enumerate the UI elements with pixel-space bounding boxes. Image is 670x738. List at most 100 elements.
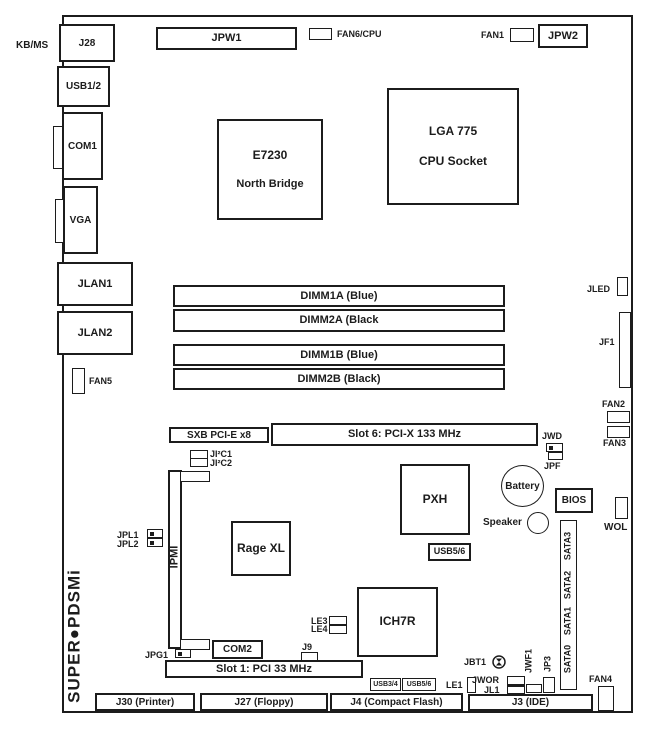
fan2-label: FAN2	[602, 399, 626, 409]
sata0-label: SATA0	[562, 644, 573, 674]
jpw2-power-connector: JPW2	[538, 24, 588, 48]
j9-label: J9	[302, 642, 313, 652]
fan4-label: FAN4	[589, 674, 613, 684]
slot6-pcix-slot: Slot 6: PCI-X 133 MHz	[271, 423, 538, 446]
le1-label: LE1	[446, 680, 463, 690]
logo-brand: SUPER	[64, 639, 84, 703]
pin1-mark	[150, 540, 154, 545]
usb56-mid-header: USB5/6	[428, 543, 471, 561]
jpl2-jumper	[147, 538, 163, 547]
pxh-chip: PXH	[400, 464, 470, 535]
jwd-jumper	[546, 443, 563, 452]
jlan2-connector: JLAN2	[57, 311, 133, 355]
cpu-socket: LGA 775 CPU Socket	[387, 88, 519, 205]
pin1-mark	[150, 531, 154, 536]
usb34-bottom-header: USB3/4	[370, 678, 401, 691]
north-bridge-name: E7230	[252, 147, 288, 162]
pin1-mark	[549, 445, 553, 450]
ipmi-label: IPMI	[168, 545, 181, 569]
jlan1-connector: JLAN1	[57, 262, 133, 306]
dimm2a-slot: DIMM2A (Black	[173, 309, 505, 332]
jf1-front-panel-header	[619, 312, 631, 388]
logo-dot: ●	[64, 627, 84, 640]
fan6-cpu-label: FAN6/CPU	[337, 29, 382, 39]
jpg1-jumper	[175, 649, 191, 658]
north-bridge-chip: E7230 North Bridge	[217, 119, 323, 220]
jpg1-label: JPG1	[145, 650, 169, 660]
north-bridge-desc: North Bridge	[236, 178, 304, 191]
dimm1b-slot: DIMM1B (Blue)	[173, 344, 505, 366]
j30-printer-connector: J30 (Printer)	[95, 693, 195, 711]
jled-header	[617, 277, 628, 296]
jwf1-label: JWF1	[523, 648, 534, 674]
jwor-jl1-jumpers	[507, 676, 525, 694]
jpl1-label: JPL1	[117, 530, 139, 540]
cpu-socket-name: LGA 775	[428, 124, 478, 139]
fan3-label: FAN3	[603, 438, 627, 448]
jbt1-label: JBT1	[464, 657, 487, 667]
ipmi-slot-top-tab	[180, 471, 210, 482]
vga-connector: VGA	[63, 186, 98, 254]
kbms-label: KB/MS	[16, 40, 49, 51]
logo-model: PDSMi	[64, 569, 84, 628]
ipmi-slot	[168, 470, 182, 649]
le3-label: LE3	[311, 616, 328, 626]
sata2-label: SATA2	[562, 570, 573, 600]
le3-led	[329, 616, 347, 625]
cpu-socket-desc: CPU Socket	[418, 153, 488, 168]
fan3-header	[607, 426, 630, 438]
jp3-label: JP3	[542, 655, 553, 673]
j27-floppy-connector: J27 (Floppy)	[200, 693, 328, 711]
fan5-header	[72, 368, 85, 394]
jwor-label: JWOR	[472, 675, 499, 685]
fan1-label: FAN1	[481, 30, 505, 40]
pin1-mark	[178, 651, 182, 656]
usb12-connector: USB1/2	[57, 66, 110, 107]
ipmi-slot-bottom-tab	[180, 639, 210, 650]
rage-xl-chip: Rage XL	[231, 521, 291, 576]
com2-header: COM2	[212, 640, 263, 659]
bios-chip: BIOS	[555, 488, 593, 513]
ji2c2-header	[190, 458, 208, 467]
j28-kbms-connector: J28	[59, 24, 115, 62]
dimm2b-slot: DIMM2B (Black)	[173, 368, 505, 390]
sxb-pcie-slot: SXB PCI-E x8	[169, 427, 269, 443]
jwf1-jumper	[526, 684, 542, 693]
speaker-buzzer	[527, 512, 549, 534]
fan5-label: FAN5	[89, 376, 113, 386]
jumper-cap-mark	[508, 684, 524, 687]
jp3-jumper	[543, 677, 555, 693]
ji2c2-label: JI²C2	[210, 458, 233, 468]
sata1-label: SATA1	[562, 606, 573, 636]
wol-header	[615, 497, 628, 519]
j4-compact-flash-connector: J4 (Compact Flash)	[330, 693, 463, 711]
le4-led	[329, 625, 347, 634]
jpf-label: JPF	[544, 461, 561, 471]
jpw1-power-connector: JPW1	[156, 27, 297, 50]
jbt1-battery-icon	[492, 655, 506, 669]
jwd-label: JWD	[542, 431, 562, 441]
supermicro-pdsmi-logo: SUPER●PDSMi	[64, 569, 84, 703]
sata-ports	[560, 520, 577, 690]
jpf-jumper	[548, 452, 563, 460]
com1-connector: COM1	[62, 112, 103, 180]
jl1-label: JL1	[484, 685, 500, 695]
jled-label: JLED	[587, 284, 611, 294]
fan6-cpu-header	[309, 28, 332, 40]
ji2c1-label: JI²C1	[210, 449, 233, 459]
fan2-header	[607, 411, 630, 423]
le1-led	[467, 677, 476, 693]
battery: Battery	[501, 465, 544, 507]
jf1-label: JF1	[599, 337, 615, 347]
usb56-bottom-header: USB5/6	[402, 678, 436, 691]
slot1-pci-slot: Slot 1: PCI 33 MHz	[165, 660, 363, 678]
fan1-header	[510, 28, 534, 42]
jpl1-jumper	[147, 529, 163, 538]
jpl2-label: JPL2	[117, 539, 139, 549]
fan4-header	[598, 686, 614, 711]
sata3-label: SATA3	[562, 531, 573, 561]
ich7r-chip: ICH7R	[357, 587, 438, 657]
wol-label: WOL	[604, 522, 628, 533]
j3-ide-connector: J3 (IDE)	[468, 694, 593, 711]
